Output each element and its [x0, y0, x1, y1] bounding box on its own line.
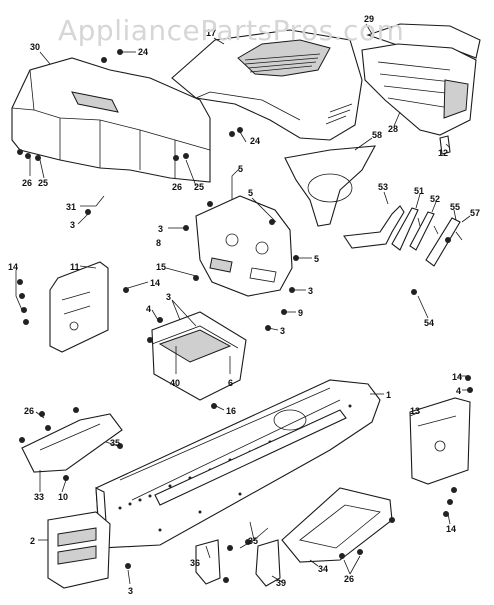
callout-26: 26 [172, 182, 182, 192]
shroud [284, 145, 376, 227]
watermark: AppliancePartsPros.com [58, 14, 405, 47]
bracket-36 [195, 539, 221, 585]
callout-14: 14 [150, 278, 160, 288]
callout-28: 28 [388, 124, 398, 134]
right-side-panel [409, 397, 471, 485]
callout-53: 53 [378, 182, 388, 192]
callout-3: 3 [308, 286, 313, 296]
callout-5: 5 [248, 188, 253, 198]
callout-24: 24 [250, 136, 260, 146]
callout-2: 2 [30, 536, 35, 546]
plate-bracket [151, 311, 247, 401]
dash-bracket [195, 195, 293, 297]
callout-26: 26 [24, 406, 34, 416]
linkage-arms [343, 205, 463, 295]
leader-lines [15, 23, 471, 585]
callout-25: 25 [194, 182, 204, 192]
callout-25: 25 [38, 178, 48, 188]
callout-3: 3 [158, 224, 163, 234]
callout-12: 12 [438, 148, 448, 158]
callout-30: 30 [30, 42, 40, 52]
step-plate [21, 413, 123, 473]
callout-4: 4 [146, 304, 151, 314]
callout-9: 9 [298, 308, 303, 318]
callout-29: 29 [364, 14, 374, 24]
callout-3: 3 [166, 292, 171, 302]
callout-52: 52 [430, 194, 440, 204]
callout-35: 35 [110, 438, 120, 448]
callout-39: 39 [276, 578, 286, 588]
callout-16: 16 [226, 406, 236, 416]
left-side-panel [49, 261, 109, 353]
callout-8: 8 [156, 238, 161, 248]
callout-36: 36 [190, 558, 200, 568]
rear-fender [11, 57, 211, 183]
callout-51: 51 [414, 186, 424, 196]
callout-58: 58 [372, 130, 382, 140]
callout-24: 24 [138, 47, 148, 57]
callout-34: 34 [318, 564, 328, 574]
callout-35: 35 [248, 536, 258, 546]
callout-33: 33 [34, 492, 44, 502]
callout-31: 31 [66, 202, 76, 212]
callout-26: 26 [344, 574, 354, 584]
callout-26: 26 [22, 178, 32, 188]
callout-15: 15 [156, 262, 166, 272]
callout-6: 6 [228, 378, 233, 388]
callout-40: 40 [170, 378, 180, 388]
callout-17: 17 [206, 28, 216, 38]
callout-14: 14 [446, 524, 456, 534]
hardware [17, 49, 473, 583]
foot-pad [281, 487, 393, 563]
callout-labels: 30 24 29 17 28 12 26 25 24 25 26 58 5 5 … [8, 14, 480, 596]
callout-5: 5 [238, 164, 243, 174]
callout-11: 11 [70, 262, 80, 272]
callout-57: 57 [470, 208, 480, 218]
callout-13: 13 [410, 406, 420, 416]
callout-5: 5 [314, 254, 319, 264]
bracket-39 [255, 539, 281, 587]
callout-3: 3 [280, 326, 285, 336]
callout-14: 14 [8, 262, 18, 272]
callout-14: 14 [452, 372, 462, 382]
callout-3: 3 [70, 220, 75, 230]
callout-1: 1 [386, 390, 391, 400]
callout-54: 54 [424, 318, 434, 328]
dash-panel [361, 43, 477, 136]
callout-3: 3 [128, 586, 133, 596]
callout-4: 4 [456, 386, 461, 396]
callout-55: 55 [450, 202, 460, 212]
callout-10: 10 [58, 492, 68, 502]
hood [171, 29, 363, 141]
front-bracket [47, 511, 111, 589]
clip [439, 135, 451, 155]
